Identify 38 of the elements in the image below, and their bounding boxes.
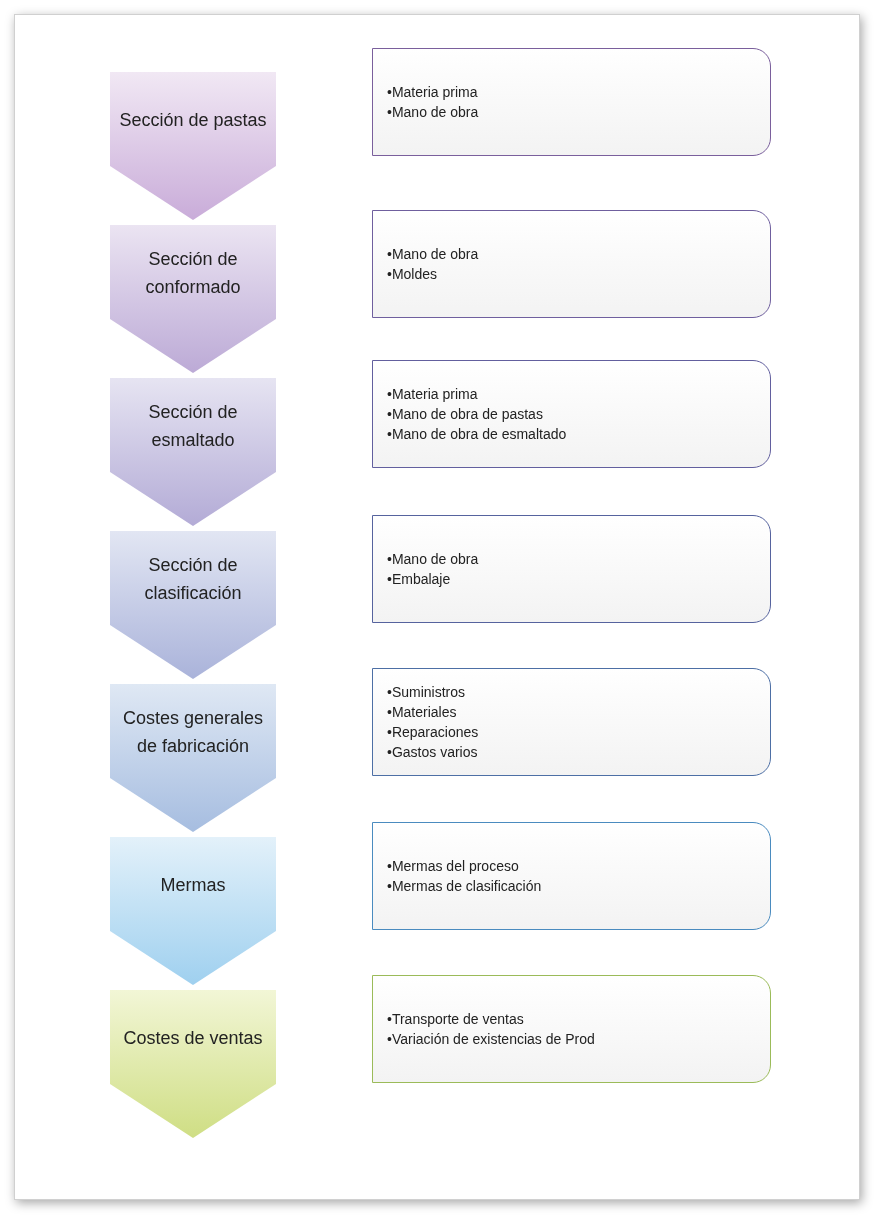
step-label: Mermas xyxy=(160,874,226,897)
bullet-item: •Mano de obra xyxy=(387,245,479,264)
step-label: Sección de esmaltado xyxy=(147,401,239,452)
bullet-item: •Mano de obra xyxy=(387,103,479,122)
cost-box xyxy=(372,210,771,318)
bullet-item: •Variación de existencias de Prod xyxy=(387,1030,595,1049)
chevron-shape xyxy=(110,378,276,528)
chevron-shape xyxy=(110,531,276,681)
bullet-item: •Materia prima xyxy=(387,385,479,404)
bullet-item: •Materiales xyxy=(387,703,458,722)
cost-box xyxy=(372,515,771,623)
chevron-shape xyxy=(110,990,276,1140)
bullet-item: •Mano de obra de esmaltado xyxy=(387,425,567,444)
bullet-item: •Gastos varios xyxy=(387,743,479,762)
chevron-shape xyxy=(110,684,276,834)
chevron-shape xyxy=(110,72,276,222)
bullet-item: •Mano de obra de pastas xyxy=(387,405,544,424)
bullet-item: •Embalaje xyxy=(387,570,452,589)
step-label: Sección de pastas xyxy=(119,109,267,132)
cost-box xyxy=(372,668,771,776)
step-label: Sección de clasificación xyxy=(143,554,243,605)
chevron-shape xyxy=(110,837,276,987)
bullet-item: •Reparaciones xyxy=(387,723,479,742)
cost-box xyxy=(372,48,771,156)
bullet-item: •Mano de obra xyxy=(387,550,479,569)
step-label: Costes generales de fabricación xyxy=(121,707,265,758)
bullet-item: •Mermas de clasificación xyxy=(387,877,542,896)
step-label: Sección de conformado xyxy=(144,248,242,299)
cost-box xyxy=(372,975,771,1083)
cost-box xyxy=(372,822,771,930)
cost-box xyxy=(372,360,771,468)
bullet-item: •Transporte de ventas xyxy=(387,1010,525,1029)
bullet-item: •Materia prima xyxy=(387,83,479,102)
bullet-item: •Suministros xyxy=(387,683,467,702)
bullet-item: •Moldes xyxy=(387,265,439,284)
bullet-item: •Mermas del proceso xyxy=(387,857,520,876)
step-label: Costes de ventas xyxy=(123,1027,263,1050)
chevron-shape xyxy=(110,225,276,375)
